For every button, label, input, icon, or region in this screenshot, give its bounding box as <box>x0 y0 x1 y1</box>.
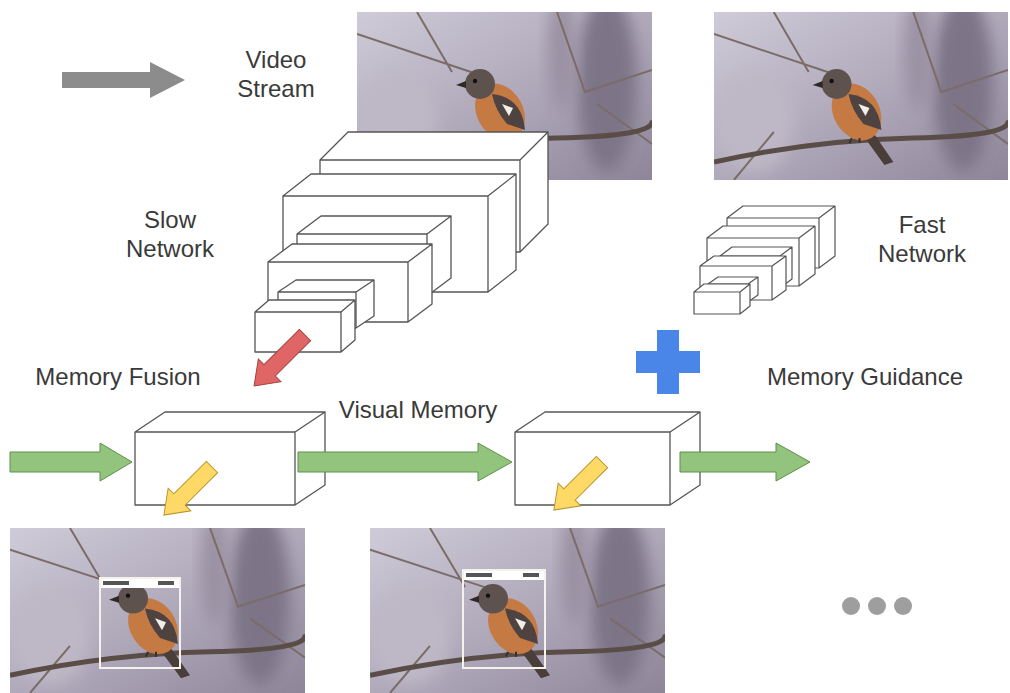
label: Fast Network <box>860 210 984 269</box>
drawing-part <box>100 578 180 668</box>
ellipsis-dots <box>842 597 912 615</box>
drawing-part <box>103 581 129 585</box>
drawing-part <box>694 284 750 314</box>
drawing-part <box>158 581 174 585</box>
stream-arrow <box>62 62 185 98</box>
label: Slow Network <box>103 205 237 264</box>
drawing-part <box>523 573 539 577</box>
drawing-part <box>101 579 179 588</box>
drawing-part <box>466 573 492 577</box>
drawing-part <box>298 443 512 481</box>
drawing-part <box>894 597 912 615</box>
label: Memory Fusion <box>33 362 202 391</box>
drawing-part <box>842 597 860 615</box>
detection-tag <box>101 571 544 588</box>
drawing-part <box>543 451 614 522</box>
drawing-part <box>10 443 132 481</box>
drawing-part <box>135 412 325 505</box>
drawing-part <box>680 443 810 481</box>
detection-box <box>100 570 545 668</box>
detection-tag-mark <box>103 573 539 585</box>
fusion-arrow <box>243 324 317 398</box>
video-frame <box>714 0 1008 180</box>
fast-network <box>694 206 835 314</box>
drawing-part <box>868 597 886 615</box>
memory-box <box>135 412 700 505</box>
guidance-plus <box>636 330 700 394</box>
label: Video Stream <box>219 45 333 104</box>
output-frame <box>370 508 665 693</box>
label: Visual Memory <box>337 395 499 424</box>
memory-flow-arrow <box>10 443 810 481</box>
drawing-part <box>464 571 544 580</box>
label: Memory Guidance <box>765 362 965 391</box>
drawing-part <box>153 456 224 527</box>
drawing-part <box>463 570 545 668</box>
drawing-part <box>515 412 700 505</box>
output-frame <box>10 508 305 693</box>
slow-network <box>255 132 548 352</box>
readout-arrow <box>153 451 614 527</box>
